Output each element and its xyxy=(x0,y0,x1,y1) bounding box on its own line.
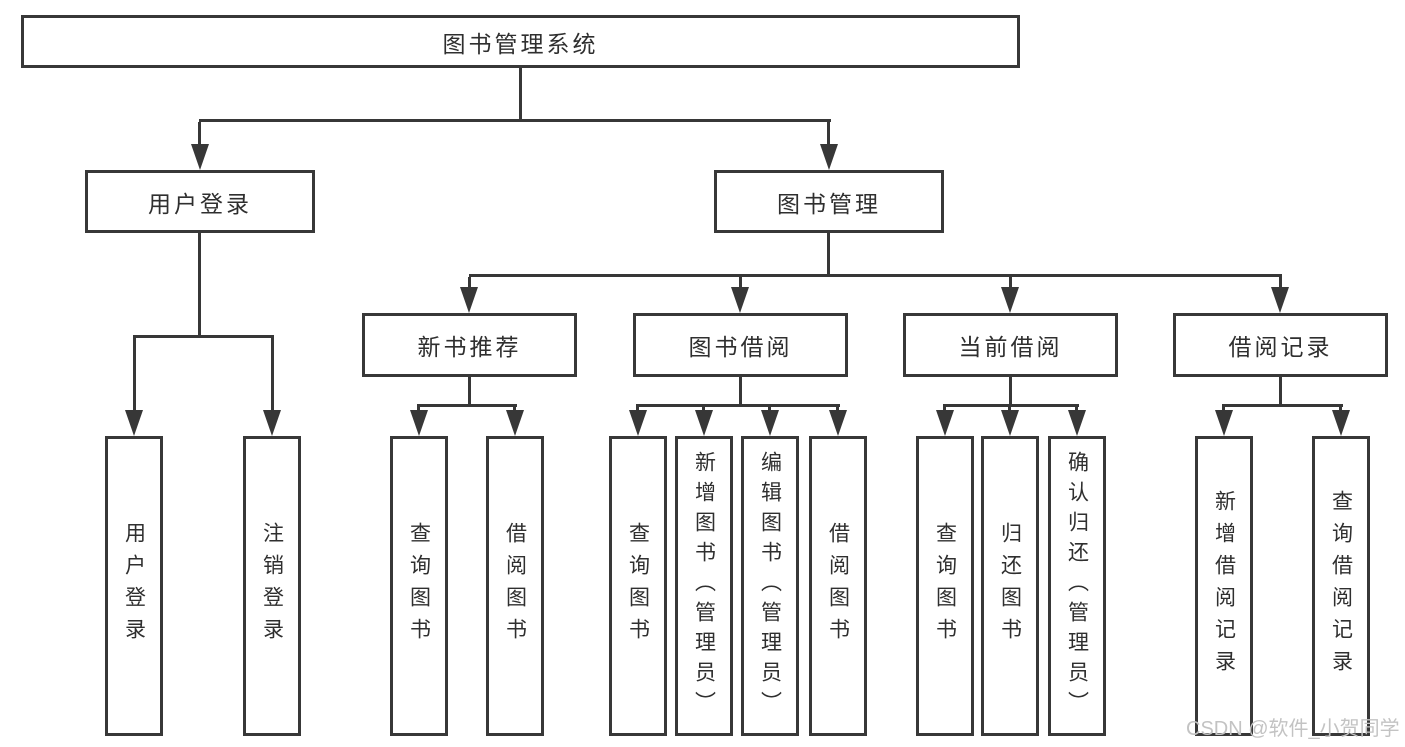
arrow-down-icon xyxy=(1271,287,1289,313)
arrow-down-icon xyxy=(1332,410,1350,436)
connector-level3-arm-3 xyxy=(1009,277,1012,289)
connector-records-arm-2 xyxy=(1339,407,1342,412)
leaf-add-books-admin-label: 新增图书（管理员） xyxy=(692,451,716,721)
arrow-down-icon xyxy=(410,410,428,436)
connector-user-login-stem xyxy=(198,233,201,337)
node-book-management: 图书管理 xyxy=(714,170,944,233)
leaf-logout-login: 注销登录 xyxy=(243,436,301,736)
node-borrowing-records-label: 借阅记录 xyxy=(1228,334,1333,360)
leaf-query-borrow-record-label: 查询借阅记录 xyxy=(1329,490,1353,682)
connector-level3-arm-1 xyxy=(468,277,471,289)
arrow-down-icon xyxy=(1001,287,1019,313)
connector-borrowing-arm-4 xyxy=(836,407,839,412)
connector-current-stem xyxy=(1009,377,1012,406)
connector-borrowing-stem xyxy=(739,377,742,406)
leaf-query-books-recommend: 查询图书 xyxy=(390,436,448,736)
leaf-logout-login-label: 注销登录 xyxy=(260,522,284,650)
connector-new-book-stem xyxy=(468,377,471,406)
leaf-confirm-return-admin: 确认归还（管理员） xyxy=(1048,436,1106,736)
arrow-down-icon xyxy=(191,144,209,170)
connector-new-book-bar xyxy=(417,404,517,407)
arrow-down-icon xyxy=(761,410,779,436)
node-new-book-recommend-label: 新书推荐 xyxy=(417,334,522,360)
connector-level2-bar xyxy=(199,119,831,122)
connector-level3-arm-2 xyxy=(739,277,742,289)
connector-new-book-arm-1 xyxy=(417,407,420,412)
leaf-edit-books-admin: 编辑图书（管理员） xyxy=(741,436,799,736)
connector-level2-arm-left xyxy=(198,122,201,146)
arrow-down-icon xyxy=(1215,410,1233,436)
leaf-query-books-current-label: 查询图书 xyxy=(933,522,957,650)
leaf-user-login: 用户登录 xyxy=(105,436,163,736)
connector-current-arm-1 xyxy=(943,407,946,412)
arrow-down-icon xyxy=(506,410,524,436)
connector-records-bar xyxy=(1222,404,1343,407)
connector-new-book-arm-2 xyxy=(513,407,516,412)
leaf-query-books-current: 查询图书 xyxy=(916,436,974,736)
leaf-return-books-label: 归还图书 xyxy=(998,522,1022,650)
node-book-management-label: 图书管理 xyxy=(777,190,881,217)
csdn-watermark: CSDN @软件_小贺同学 xyxy=(1186,718,1400,740)
leaf-confirm-return-admin-label: 确认归还（管理员） xyxy=(1065,451,1089,721)
leaf-query-borrow-record: 查询借阅记录 xyxy=(1312,436,1370,736)
connector-borrowing-arm-1 xyxy=(636,407,639,412)
leaf-borrow-books-label: 借阅图书 xyxy=(826,522,850,650)
arrow-down-icon xyxy=(820,144,838,170)
arrow-down-icon xyxy=(1068,410,1086,436)
leaf-user-login-label: 用户登录 xyxy=(122,522,146,650)
node-borrowing-records: 借阅记录 xyxy=(1173,313,1388,377)
connector-current-arm-2 xyxy=(1008,407,1011,412)
node-library-system-label: 图书管理系统 xyxy=(442,30,599,57)
node-library-system: 图书管理系统 xyxy=(21,15,1020,68)
connector-level3-arm-4 xyxy=(1279,277,1282,289)
node-current-borrowing-label: 当前借阅 xyxy=(958,334,1063,360)
node-current-borrowing: 当前借阅 xyxy=(903,313,1118,377)
connector-user-login-arm-right xyxy=(271,338,274,412)
arrow-down-icon xyxy=(460,287,478,313)
connector-borrowing-arm-3 xyxy=(768,407,771,412)
connector-level3-bar xyxy=(469,274,1282,277)
node-book-borrowing: 图书借阅 xyxy=(633,313,848,377)
leaf-borrow-books-recommend: 借阅图书 xyxy=(486,436,544,736)
connector-current-arm-3 xyxy=(1075,407,1078,412)
connector-records-stem xyxy=(1279,377,1282,406)
node-user-login: 用户登录 xyxy=(85,170,315,233)
arrow-down-icon xyxy=(695,410,713,436)
node-book-borrowing-label: 图书借阅 xyxy=(688,334,793,360)
arrow-down-icon xyxy=(263,410,281,436)
arrow-down-icon xyxy=(936,410,954,436)
connector-root-stem xyxy=(519,68,522,119)
leaf-add-books-admin: 新增图书（管理员） xyxy=(675,436,733,736)
leaf-add-borrow-record: 新增借阅记录 xyxy=(1195,436,1253,736)
leaf-edit-books-admin-label: 编辑图书（管理员） xyxy=(758,451,782,721)
connector-current-bar xyxy=(943,404,1079,407)
arrow-down-icon xyxy=(731,287,749,313)
connector-book-management-stem xyxy=(827,233,830,276)
leaf-borrow-books: 借阅图书 xyxy=(809,436,867,736)
arrow-down-icon xyxy=(629,410,647,436)
arrow-down-icon xyxy=(125,410,143,436)
connector-records-arm-1 xyxy=(1222,407,1225,412)
leaf-add-borrow-record-label: 新增借阅记录 xyxy=(1212,490,1236,682)
connector-borrowing-bar xyxy=(636,404,840,407)
node-new-book-recommend: 新书推荐 xyxy=(362,313,577,377)
connector-user-login-bar xyxy=(133,335,274,338)
arrow-down-icon xyxy=(1001,410,1019,436)
connector-borrowing-arm-2 xyxy=(702,407,705,412)
connector-user-login-arm-left xyxy=(133,338,136,412)
arrow-down-icon xyxy=(829,410,847,436)
connector-level2-arm-right xyxy=(827,122,830,146)
leaf-query-books-borrowing: 查询图书 xyxy=(609,436,667,736)
leaf-return-books: 归还图书 xyxy=(981,436,1039,736)
leaf-borrow-books-recommend-label: 借阅图书 xyxy=(503,522,527,650)
leaf-query-books-recommend-label: 查询图书 xyxy=(407,522,431,650)
node-user-login-label: 用户登录 xyxy=(148,190,252,217)
leaf-query-books-borrowing-label: 查询图书 xyxy=(626,522,650,650)
